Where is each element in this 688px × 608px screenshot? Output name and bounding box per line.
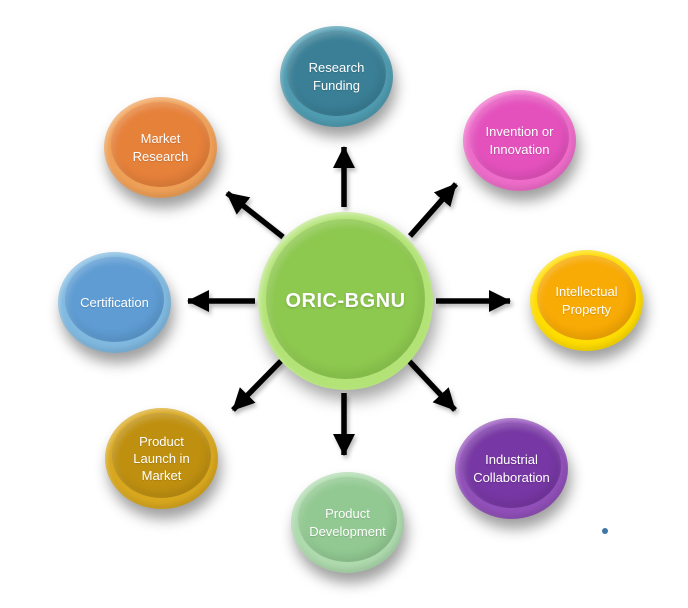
- node-label: Market Research: [132, 131, 189, 164]
- arrow-up-right: [407, 182, 459, 238]
- stray-dot: [602, 528, 608, 534]
- node-fill: [112, 413, 211, 498]
- center-node-label: ORIC-BGNU: [285, 289, 406, 312]
- node-fill: [65, 257, 164, 342]
- node-fill: [287, 31, 386, 116]
- node-intellectual-property: Intellectual Property: [530, 250, 643, 351]
- node-label: Industrial Collaboration: [473, 452, 550, 485]
- node-invention-or-innovation: Invention or Innovation: [463, 90, 576, 191]
- node-fill: [462, 423, 561, 508]
- node-product-launch-in-market: Product Launch in Market: [105, 408, 218, 509]
- node-fill: [537, 255, 636, 340]
- node-research-funding: Research Funding: [280, 26, 393, 127]
- node-fill: [298, 477, 397, 562]
- node-label: Research Funding: [308, 60, 365, 93]
- node-label: Certification: [80, 294, 149, 310]
- node-product-development: Product Development: [291, 472, 404, 573]
- node-market-research: Market Research: [104, 97, 217, 198]
- arrow-down-left: [231, 359, 283, 412]
- arrow-down-right: [406, 359, 458, 412]
- node-certification: Certification: [58, 252, 171, 353]
- node-label: Product Development: [309, 506, 386, 539]
- node-fill: [470, 95, 569, 180]
- arrow-up-left: [225, 190, 285, 240]
- node-label: Product Launch in Market: [133, 433, 190, 484]
- center-node-fill: [266, 219, 425, 379]
- center-node-oric-bgnu: ORIC-BGNU: [258, 212, 433, 390]
- node-industrial-collaboration: Industrial Collaboration: [455, 418, 568, 519]
- node-fill: [111, 102, 210, 187]
- node-label: Intellectual Property: [555, 284, 618, 317]
- node-label: Invention or Innovation: [485, 124, 554, 157]
